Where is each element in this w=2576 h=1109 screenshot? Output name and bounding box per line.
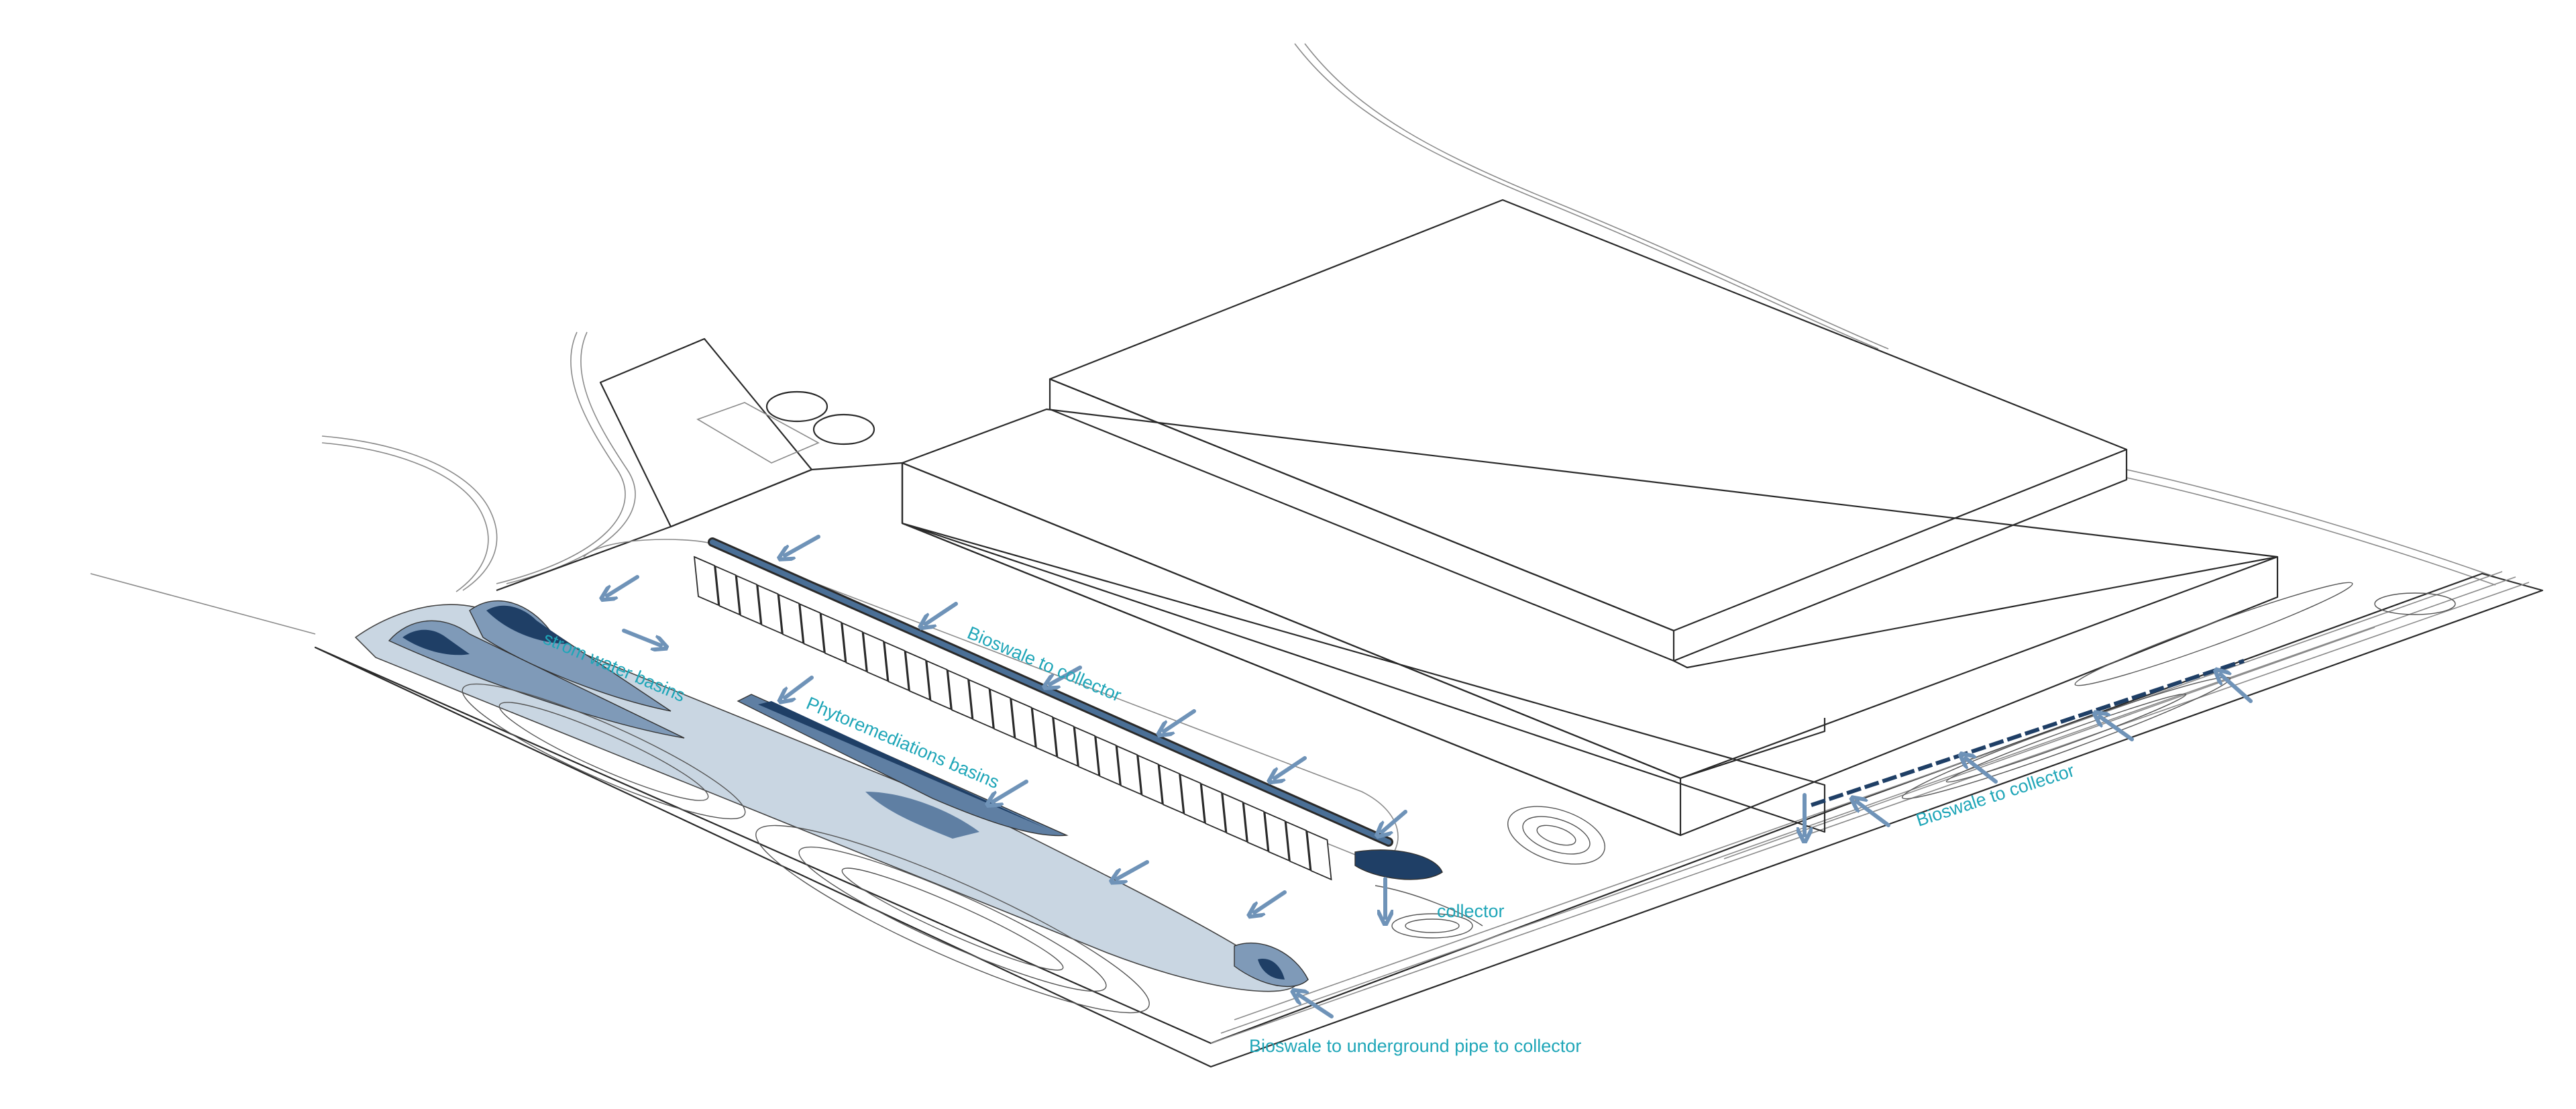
flow-arrow-icon bbox=[1382, 810, 1407, 832]
parking-stall bbox=[1116, 745, 1142, 796]
flow-arrow-icon bbox=[2100, 717, 2134, 741]
label-collector: collector bbox=[1437, 901, 1505, 921]
parking-stall bbox=[1264, 811, 1290, 862]
utility-building bbox=[599, 337, 875, 528]
flow-arrow-icon bbox=[1164, 709, 1196, 731]
parking-stall bbox=[1306, 830, 1332, 881]
parking-stall bbox=[799, 603, 825, 653]
parking-stall bbox=[820, 613, 847, 664]
parking-stall bbox=[757, 584, 783, 635]
flow-arrows bbox=[607, 535, 2253, 1018]
parking-stall bbox=[1010, 698, 1036, 748]
parking-stalls bbox=[693, 556, 1332, 881]
tank-icon bbox=[765, 390, 828, 423]
flow-arrow-icon bbox=[785, 676, 814, 698]
parking-stall bbox=[989, 688, 1016, 739]
flow-arrow-icon bbox=[622, 629, 661, 645]
flow-arrow-icon bbox=[785, 535, 820, 556]
context-roads bbox=[90, 43, 2496, 635]
parking-stall bbox=[883, 641, 910, 692]
parking-stall bbox=[1222, 792, 1248, 843]
parking-stall bbox=[1095, 735, 1121, 786]
parking-stall bbox=[968, 678, 994, 729]
parking-stall bbox=[714, 565, 741, 616]
flow-arrow-icon bbox=[1254, 890, 1287, 912]
parking-stall bbox=[862, 631, 889, 682]
hardscape bbox=[496, 462, 1826, 866]
parking-stall bbox=[1053, 717, 1079, 768]
parking-stall bbox=[1179, 773, 1205, 824]
site-parcel bbox=[314, 571, 2544, 1068]
flow-arrow-icon bbox=[1298, 994, 1334, 1018]
terrain-contours bbox=[462, 582, 2456, 1014]
parking-stall bbox=[841, 622, 867, 673]
label-bioswale-underground: Bioswale to underground pipe to collecto… bbox=[1249, 1036, 1581, 1056]
parking-stall bbox=[1073, 726, 1100, 777]
parking-stall bbox=[777, 593, 804, 644]
parking-stall bbox=[947, 669, 973, 720]
parking-stall bbox=[1285, 821, 1311, 872]
tank-icon bbox=[812, 413, 875, 445]
flow-arrow-icon bbox=[993, 780, 1028, 802]
flow-arrow-icon bbox=[1857, 802, 1890, 827]
flow-arrow-icon bbox=[926, 602, 958, 624]
parking-stall bbox=[904, 650, 931, 701]
parking-stall bbox=[1200, 782, 1227, 833]
right-bioswale bbox=[1811, 659, 2245, 807]
parking-stall bbox=[1137, 754, 1163, 805]
flow-arrow-icon bbox=[1966, 758, 1998, 784]
flow-arrow-icon bbox=[1117, 860, 1149, 879]
flow-arrow-icon bbox=[2220, 674, 2253, 703]
parking-stall bbox=[735, 574, 762, 625]
parking-stall bbox=[1158, 763, 1185, 814]
parking-stall bbox=[693, 556, 720, 606]
flow-arrow-icon bbox=[607, 575, 639, 596]
collector-basin bbox=[1354, 849, 1483, 939]
parking-stall bbox=[926, 659, 952, 710]
flow-arrow-icon bbox=[1050, 666, 1082, 684]
flow-arrow-icon bbox=[1275, 756, 1307, 778]
parking-stall bbox=[1031, 707, 1058, 758]
main-building bbox=[901, 199, 2279, 837]
parking-stall bbox=[1242, 802, 1269, 853]
